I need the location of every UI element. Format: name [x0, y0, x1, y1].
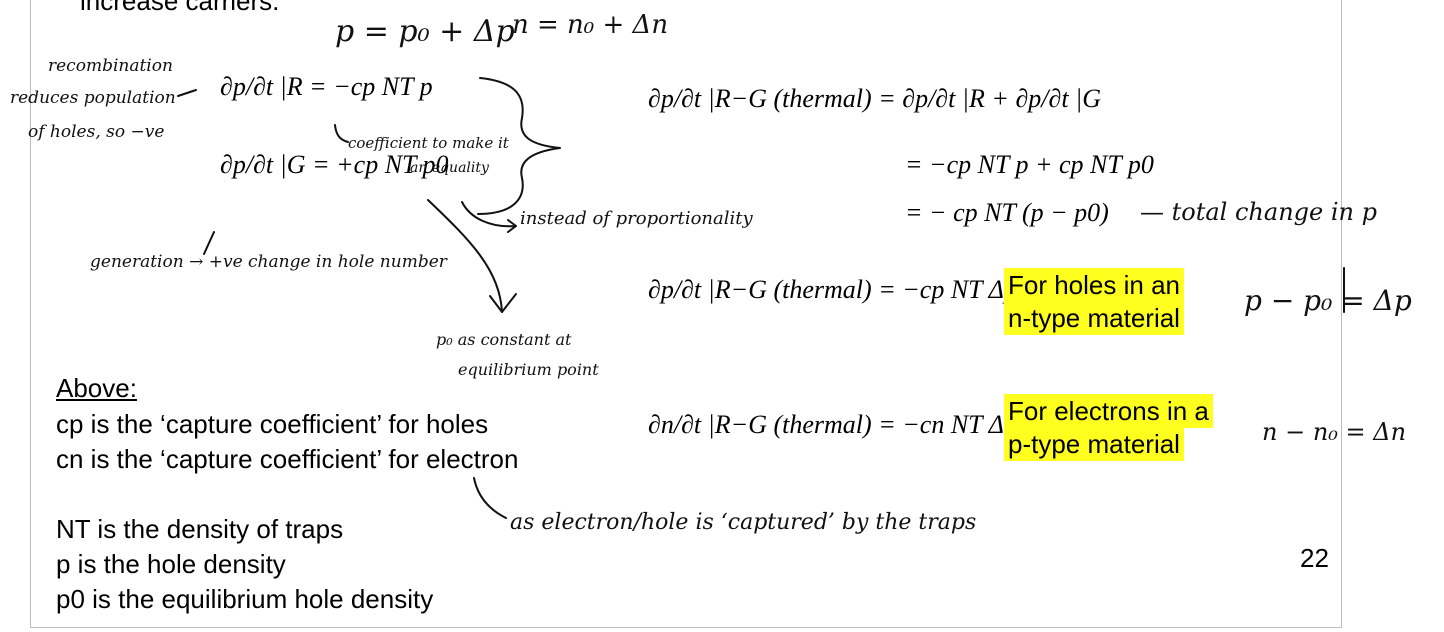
handwritten-recomb-line1: recombination — [48, 56, 173, 76]
generation-slash — [203, 231, 215, 255]
eq-r-text: ∂p/∂t |R = −cp NT p — [220, 72, 433, 101]
coeff-tick — [334, 124, 349, 143]
electrons-note: For electrons in a p-type material — [1004, 394, 1213, 462]
definition-p0: p0 is the equilibrium hole density — [56, 584, 434, 614]
equation-rg-factor: = − cp NT (p − p0) — [905, 198, 1109, 227]
eq-g-text: ∂p/∂t |G = +cp NT p0 — [220, 150, 449, 179]
handwritten-p-minus-p0: p − p₀ = Δp — [1244, 284, 1412, 317]
handwritten-p0-line1: p₀ as constant at — [436, 330, 572, 349]
handwritten-total-change: — total change in p — [1140, 198, 1377, 226]
equation-recombination: ∂p/∂t |R = −cp NT p — [220, 72, 433, 102]
handwritten-captured: as electron/hole is ‘captured’ by the tr… — [510, 510, 977, 535]
equation-holes: ∂p/∂t |R−G (thermal) = −cp NT Δp — [648, 275, 1017, 304]
equation-generation: ∂p/∂t |G = +cp NT p0 — [220, 150, 449, 180]
handwritten-recomb-line2: reduces population — [10, 88, 176, 108]
handwritten-p-relation: p = p₀ + Δp — [335, 14, 515, 49]
handwritten-n-relation: n = n₀ + Δn — [512, 10, 669, 40]
holes-note-line1: For holes in an — [1004, 268, 1184, 302]
definitions-heading: Above: — [56, 373, 137, 403]
handwritten-p0-line2: equilibrium point — [458, 360, 599, 379]
definition-cp: cp is the ‘capture coefficient’ for hole… — [56, 409, 489, 439]
holes-note: For holes in an n-type material — [1004, 268, 1184, 336]
page-number: 22 — [1300, 543, 1329, 573]
captured-hook — [473, 477, 507, 519]
p0-arrow — [427, 199, 503, 313]
equation-electrons: ∂n/∂t |R−G (thermal) = −cn NT Δn — [648, 410, 1017, 439]
instead-arrow — [461, 201, 517, 228]
equation-rg-expand: = −cp NT p + cp NT p0 — [905, 150, 1154, 179]
curly-brace — [477, 77, 561, 215]
handwritten-recomb-line3: of holes, so −ve — [28, 122, 165, 142]
equation-rg-sum: ∂p/∂t |R−G (thermal) = ∂p/∂t |R + ∂p/∂t … — [648, 84, 1102, 113]
top-partial-text: increase carriers. — [80, 0, 280, 16]
recomb-dash — [177, 89, 197, 97]
definition-cn: cn is the ‘capture coefficient’ for elec… — [56, 444, 519, 474]
handwritten-generation: generation → +ve change in hole number — [90, 252, 447, 272]
handwritten-coeff-line1: coefficient to make it — [348, 134, 509, 152]
definition-nt: NT is the density of traps — [56, 514, 344, 544]
holes-note-line2: n-type material — [1004, 301, 1184, 336]
electrons-note-line2: p-type material — [1004, 427, 1184, 462]
handwritten-instead: instead of proportionality — [520, 208, 753, 229]
handwritten-n-minus-n0: n − n₀ = Δn — [1262, 418, 1407, 446]
handwritten-coeff-line2: an equality — [410, 160, 489, 176]
electrons-note-line1: For electrons in a — [1004, 394, 1213, 428]
definition-p: p is the hole density — [56, 549, 286, 579]
